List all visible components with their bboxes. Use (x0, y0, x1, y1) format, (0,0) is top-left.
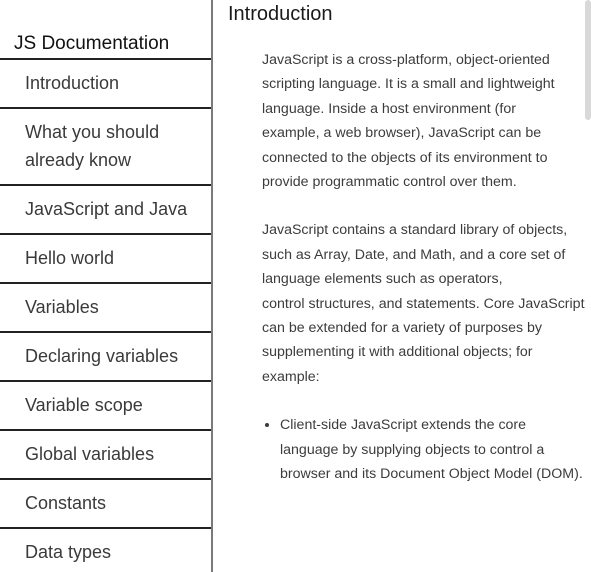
scrollbar[interactable] (585, 0, 591, 120)
paragraph: JavaScript is a cross-platform, object-o… (262, 52, 555, 191)
nav-link-javascript-and-java[interactable]: JavaScript and Java (0, 184, 211, 233)
sidebar-title: JS Documentation (14, 33, 170, 54)
nav-link-declaring-variables[interactable]: Declaring variables (0, 331, 211, 380)
nav-link-data-types[interactable]: Data types (0, 527, 211, 572)
section-heading: Introduction (228, 3, 333, 25)
nav-link-hello-world[interactable]: Hello world (0, 233, 211, 282)
section-body: JavaScript is a cross-platform, object-o… (262, 48, 588, 487)
sidebar-nav: JS Documentation Introduction What you s… (0, 0, 213, 572)
paragraph: JavaScript contains a standard library o… (262, 222, 585, 385)
nav-link-what-you-should-already-know[interactable]: What you should already know (0, 107, 211, 184)
nav-link-variables[interactable]: Variables (0, 282, 211, 331)
nav-link-variable-scope[interactable]: Variable scope (0, 380, 211, 429)
nav-link-constants[interactable]: Constants (0, 478, 211, 527)
nav-link-introduction[interactable]: Introduction (0, 58, 211, 107)
nav-link-global-variables[interactable]: Global variables (0, 429, 211, 478)
list-item: Client-side JavaScript extends the core … (280, 413, 588, 486)
main-doc: Introduction JavaScript is a cross-platf… (213, 0, 591, 572)
bullet-list: Client-side JavaScript extends the core … (262, 413, 588, 486)
